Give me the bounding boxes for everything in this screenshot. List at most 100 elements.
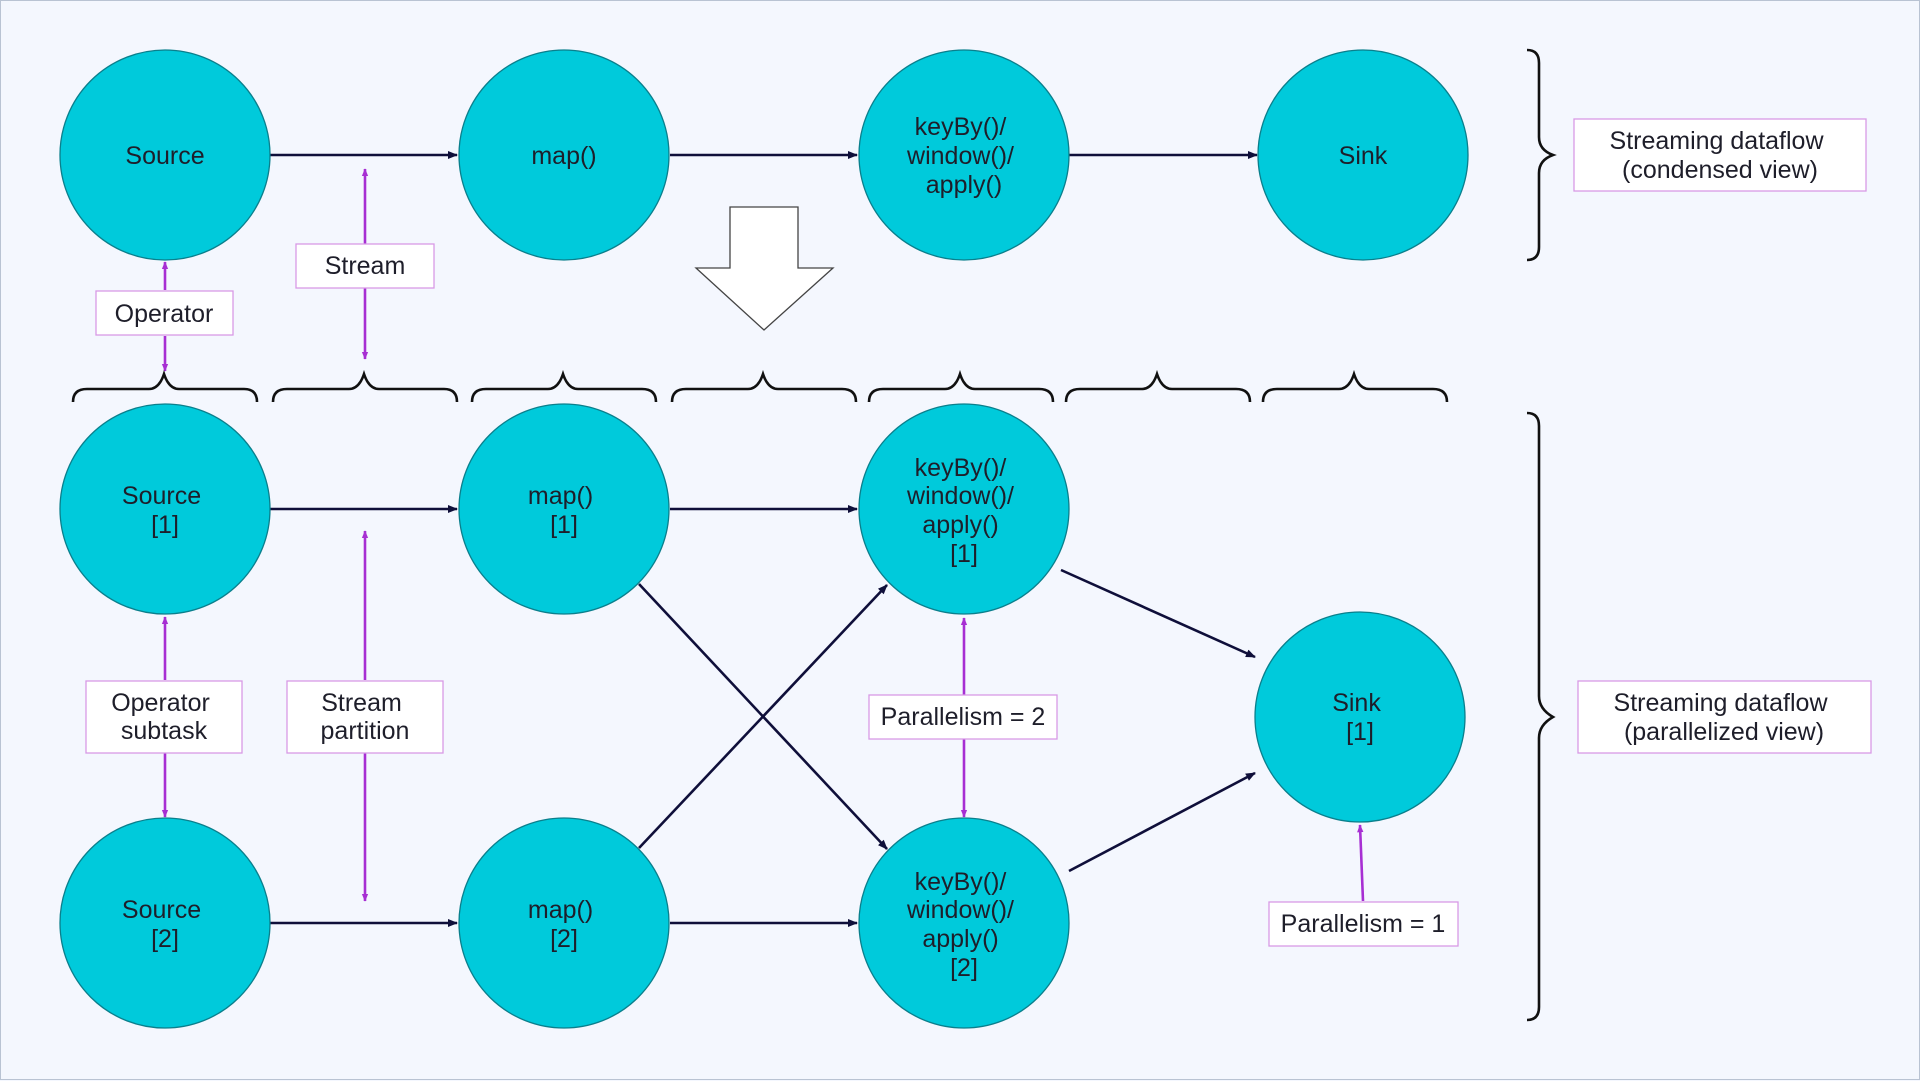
node-source: Source [59,49,271,261]
node-circle [858,49,1070,261]
column-braces [71,369,1449,403]
node-circle [858,403,1070,615]
edge-keyby1-to-sink1 [1060,568,1256,659]
label-line: Operator [115,300,214,328]
parallel-flow-edges [270,505,1256,927]
node-label-line: Source [122,482,201,510]
label-box [868,694,1058,740]
node-keyby-window-apply-1: keyBy()/ window()/ apply() [1] [858,403,1070,615]
label-parallelism-2: Parallelism = 2 [868,694,1058,740]
svg-text:Streaming dataflow (para: Streaming dataflow (parallelized view) [1614,689,1835,746]
node-keyby-window-apply-2: keyBy()/ window()/ apply() [2] [858,817,1070,1029]
svg-text:Source [2]: Source [2] [122,896,208,953]
edge-map2-to-keyby1 [638,584,888,849]
node-circle [858,817,1070,1029]
svg-text:Sink: Sink [1339,142,1388,170]
node-circle [458,49,670,261]
node-label-line: [1] [950,540,978,568]
label-line: (condensed view) [1622,156,1818,184]
svg-text:map() [2]: map() [2] [528,896,600,953]
node-sink: Sink [1257,49,1469,261]
label-operator: Operator [95,290,234,336]
label-operator-subtask: Operator subtask [85,680,243,754]
node-label-line: apply() [922,511,998,539]
label-box [1577,680,1872,754]
node-circle [59,403,271,615]
node-map: map() [458,49,670,261]
label-line: Streaming dataflow [1610,127,1825,155]
svg-text:Stream: Stream [325,252,406,280]
node-label-line: apply() [922,925,998,953]
parallelism1-arrow-up [1357,824,1365,902]
svg-text:keyBy()/ window()/: keyBy()/ window()/ apply() [1] [906,454,1021,568]
svg-text:Operator subtask: Operator subtask [111,689,217,745]
svg-text:keyBy()/ window()/: keyBy()/ window()/ apply() [2] [906,868,1021,982]
node-keyby-window-apply: keyBy()/ window()/ apply() [858,49,1070,261]
node-label-line: [2] [550,925,578,953]
label-line: subtask [121,717,208,745]
brace-column-1 [71,369,259,403]
node-circle [1254,611,1466,823]
label-parallelized-view: Streaming dataflow (parallelized view) [1577,680,1872,754]
node-label-line: Source [122,896,201,924]
transform-down-arrow [694,206,835,331]
svg-text:Parallelism = 1: Parallelism = 1 [1281,910,1446,938]
brace-column-7 [1261,369,1449,403]
label-stream-partition: Stream partition [286,680,444,754]
node-source-1: Source [1] [59,403,271,615]
node-circle [458,403,670,615]
svg-text:Streaming dataflow (cond: Streaming dataflow (condensed view) [1610,127,1831,184]
node-circle [59,49,271,261]
node-label-line: keyBy()/ [915,868,1007,896]
brace-column-5 [867,369,1055,403]
node-label-line: window()/ [906,896,1014,924]
label-line: Stream [325,252,406,280]
label-line: Streaming dataflow [1614,689,1829,717]
label-parallelism-1: Parallelism = 1 [1268,901,1459,947]
label-box [85,680,243,754]
node-label-line: [2] [950,954,978,982]
brace-column-2 [271,369,459,403]
node-label-line: window()/ [906,142,1014,170]
label-line: Parallelism = 1 [1281,910,1446,938]
node-circle [59,817,271,1029]
label-line: Stream [321,689,402,717]
brace-column-3 [470,369,658,403]
node-source-2: Source [2] [59,817,271,1029]
node-label-line: Source [125,142,204,170]
brace-condensed-view [1526,48,1557,262]
node-circle [458,817,670,1029]
edge-keyby2-to-sink1 [1068,771,1256,873]
node-label-line: [1] [550,511,578,539]
svg-text:Source [1]: Source [1] [122,482,208,539]
node-label-line: keyBy()/ [915,113,1007,141]
svg-text:Parallelism = 2: Parallelism = 2 [881,703,1046,731]
svg-text:Stream partition: Stream partition [321,689,410,745]
node-label-line: window()/ [906,482,1014,510]
node-sink-1: Sink [1] [1254,611,1466,823]
svg-text:Sink [1]: Sink [1] [1332,689,1388,746]
brace-column-4 [670,369,858,403]
label-box [1268,901,1459,947]
node-label-line: keyBy()/ [915,454,1007,482]
brace-column-6 [1064,369,1252,403]
node-label-line: map() [528,482,593,510]
node-map-1: map() [1] [458,403,670,615]
label-stream: Stream [295,243,435,289]
label-line: Operator [111,689,210,717]
node-label-line: [1] [151,511,179,539]
label-line: partition [321,717,410,745]
svg-text:map(): map() [531,142,596,170]
node-circle [1257,49,1469,261]
label-line: (parallelized view) [1624,718,1824,746]
node-label-line: apply() [926,171,1002,199]
svg-text:map() [1]: map() [1] [528,482,600,539]
node-label-line: Sink [1339,142,1388,170]
svg-text:Operator: Operator [115,300,214,328]
brace-parallelized-view [1526,411,1556,1022]
svg-text:keyBy()/ window()/: keyBy()/ window()/ apply() [906,113,1021,199]
node-map-2: map() [2] [458,817,670,1029]
label-box [295,243,435,289]
